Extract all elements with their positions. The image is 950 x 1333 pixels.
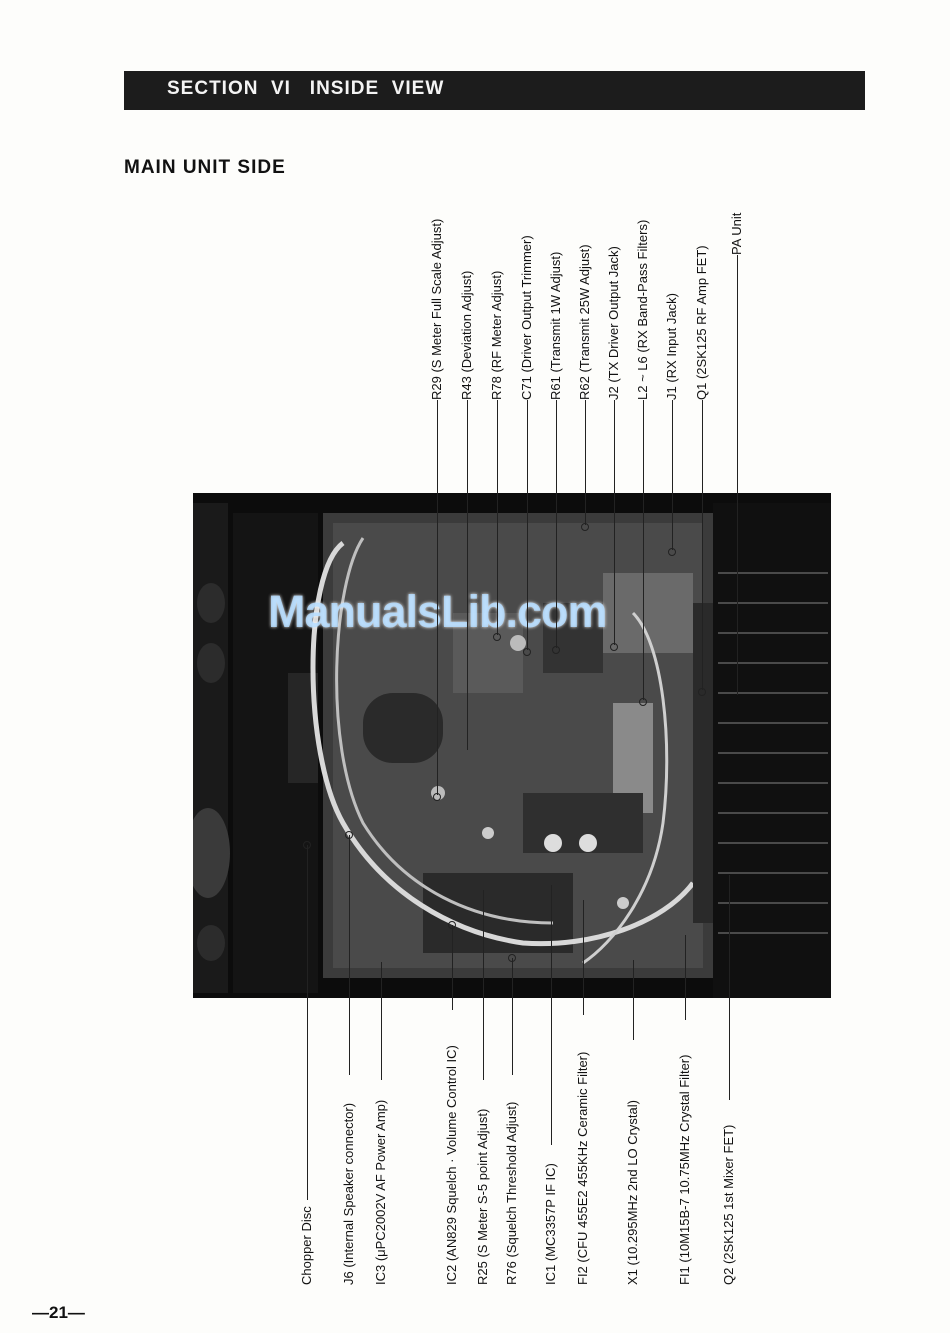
label-j2: J2 (TX Driver Output Jack) xyxy=(606,246,621,400)
leader-r61 xyxy=(556,400,557,648)
leader-dot-r62 xyxy=(581,523,589,531)
leader-l2-l6 xyxy=(643,400,644,700)
leader-j6 xyxy=(349,835,350,1075)
leader-dot-j6 xyxy=(345,831,353,839)
leader-dot-j1 xyxy=(668,548,676,556)
leader-r29 xyxy=(437,400,438,795)
leader-dot-r29 xyxy=(433,793,441,801)
label-pa-unit: PA Unit xyxy=(729,212,744,255)
label-ic2: IC2 (AN829 Squelch · Volume Control IC) xyxy=(444,1045,459,1285)
leader-r62 xyxy=(585,400,586,525)
label-x1: X1 (10.295MHz 2nd LO Crystal) xyxy=(625,1100,640,1285)
leader-dot-chopper-disc xyxy=(303,841,311,849)
label-ic1: IC1 (MC3357P IF IC) xyxy=(543,1163,558,1285)
leader-ic1 xyxy=(551,885,552,1145)
leader-dot-c71 xyxy=(523,648,531,656)
leader-fi1 xyxy=(685,935,686,1020)
leader-r43 xyxy=(467,400,468,750)
label-q1: Q1 (2SK125 RF Amp FET) xyxy=(694,245,709,400)
leader-dot-l2-l6 xyxy=(639,698,647,706)
leader-ic3 xyxy=(381,962,382,1080)
label-j1: J1 (RX Input Jack) xyxy=(664,293,679,400)
leader-chopper-disc xyxy=(307,845,308,1200)
leader-r25 xyxy=(483,890,484,1080)
leader-r78 xyxy=(497,400,498,635)
leader-dot-j2 xyxy=(610,643,618,651)
label-fi1: FI1 (10M15B-7 10.75MHz Crystal Filter) xyxy=(677,1054,692,1285)
leader-q2 xyxy=(729,875,730,1100)
label-r78: R78 (RF Meter Adjust) xyxy=(489,270,504,400)
label-l2-l6: L2 ~ L6 (RX Band-Pass Filters) xyxy=(635,219,650,400)
leader-dot-ic2 xyxy=(448,921,456,929)
leader-ic2 xyxy=(452,925,453,1010)
label-r76: R76 (Squelch Threshold Adjust) xyxy=(504,1101,519,1285)
section-header-bar: SECTION VI INSIDE VIEW xyxy=(124,71,865,110)
section-title: SECTION VI INSIDE VIEW xyxy=(167,78,445,99)
leader-j1 xyxy=(672,400,673,550)
leader-pa-unit xyxy=(737,255,738,695)
label-r62: R62 (Transmit 25W Adjust) xyxy=(577,244,592,400)
label-fi2: FI2 (CFU 455E2 455KHz Ceramic Filter) xyxy=(575,1051,590,1285)
label-r25: R25 (S Meter S-5 point Adjust) xyxy=(475,1108,490,1285)
leader-dot-r76 xyxy=(508,954,516,962)
leader-j2 xyxy=(614,400,615,645)
label-chopper-disc: Chopper Disc xyxy=(299,1206,314,1285)
label-r61: R61 (Transmit 1W Adjust) xyxy=(548,251,563,400)
leader-fi2 xyxy=(583,900,584,1015)
leader-r76 xyxy=(512,958,513,1075)
label-j6: J6 (Internal Speaker connector) xyxy=(341,1102,356,1285)
leader-dot-q1 xyxy=(698,688,706,696)
leader-q1 xyxy=(702,400,703,690)
leader-c71 xyxy=(527,400,528,650)
label-ic3: IC3 (μPC2002V AF Power Amp) xyxy=(373,1099,388,1285)
label-r43: R43 (Deviation Adjust) xyxy=(459,270,474,400)
leader-dot-r78 xyxy=(493,633,501,641)
label-r29: R29 (S Meter Full Scale Adjust) xyxy=(429,218,444,400)
page-number: —21— xyxy=(32,1303,85,1322)
leader-x1 xyxy=(633,960,634,1040)
leader-dot-r61 xyxy=(552,646,560,654)
label-q2: Q2 (2SK125 1st Mixer FET) xyxy=(721,1124,736,1285)
inside-view-photo xyxy=(193,493,831,998)
page-subtitle: MAIN UNIT SIDE xyxy=(124,157,286,178)
label-c71: C71 (Driver Output Trimmer) xyxy=(519,235,534,400)
